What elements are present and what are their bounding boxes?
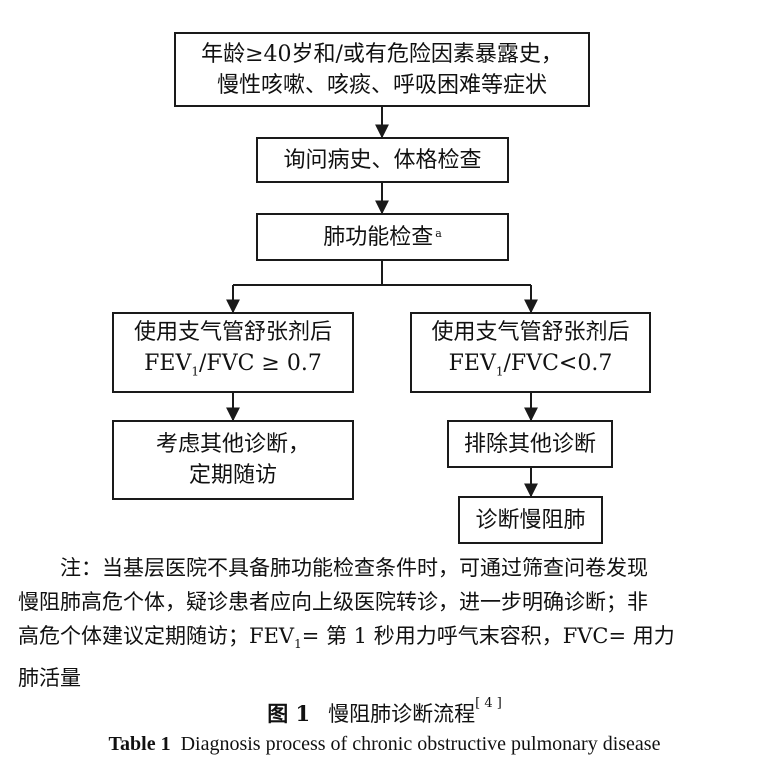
node-fev-normal: 使用支气管舒张剂后 FEV1/FVC ≥ 0.7 bbox=[112, 312, 354, 393]
node-pft-footnote: a bbox=[435, 226, 442, 240]
caption-chinese: 图 1 慢阻肺诊断流程[ 4 ] bbox=[0, 696, 769, 728]
note-line-1: 注：当基层医院不具备肺功能检查条件时，可通过筛查问卷发现 bbox=[60, 556, 648, 580]
node-consider-line-2: 定期随访 bbox=[188, 463, 277, 488]
node-right-sub: 1 bbox=[495, 364, 504, 379]
note-line-3: 高危个体建议定期随访；FEV1= 第 1 秒用力呼气末容积，FVC= 用力 bbox=[18, 619, 758, 661]
node-exclude-label: 排除其他诊断 bbox=[463, 431, 596, 457]
node-left-ratio: /FVC ≥ 0.7 bbox=[199, 351, 322, 377]
node-right-line-1: 使用支气管舒张剂后 bbox=[431, 320, 630, 346]
note-line-3b: = 第 1 秒用力呼气末容积，FVC= 用力 bbox=[301, 624, 675, 648]
node-exclude-other: 排除其他诊断 bbox=[447, 420, 613, 468]
caption-cn-ref: [ 4 ] bbox=[475, 696, 502, 711]
node-right-fev: FEV bbox=[448, 351, 496, 377]
node-left-line-1: 使用支气管舒张剂后 bbox=[133, 320, 332, 346]
caption-en-title: Diagnosis process of chronic obstructive… bbox=[180, 733, 661, 755]
node-pft-label: 肺功能检查 bbox=[323, 224, 434, 250]
note-line-2: 慢阻肺高危个体，疑诊患者应向上级医院转诊，进一步明确诊断；非 bbox=[18, 590, 648, 614]
node-right-ratio: /FVC<0.7 bbox=[503, 351, 613, 377]
node-left-line-2: FEV1/FVC ≥ 0.7 bbox=[144, 348, 322, 387]
node-consider-line-1: 考虑其他诊断， bbox=[155, 432, 310, 457]
node-history-exam: 询问病史、体格检查 bbox=[256, 137, 509, 183]
caption-cn-title: 慢阻肺诊断流程 bbox=[328, 702, 476, 726]
node-diagnose-copd: 诊断慢阻肺 bbox=[458, 496, 603, 544]
caption-en-label: Table 1 bbox=[108, 733, 171, 755]
caption-english: Table 1 Diagnosis process of chronic obst… bbox=[0, 733, 769, 756]
node-fev-low: 使用支气管舒张剂后 FEV1/FVC<0.7 bbox=[410, 312, 651, 393]
node-start-line-2: 慢性咳嗽、咳痰、呼吸困难等症状 bbox=[216, 72, 547, 98]
node-diagnose-label: 诊断慢阻肺 bbox=[475, 507, 586, 533]
figure-note: 注：当基层医院不具备肺功能检查条件时，可通过筛查问卷发现 慢阻肺高危个体，疑诊患… bbox=[18, 551, 758, 695]
node-left-fev: FEV bbox=[144, 351, 192, 377]
node-left-sub: 1 bbox=[191, 364, 200, 379]
note-line-4: 肺活量 bbox=[18, 666, 81, 691]
node-history-label: 询问病史、体格检查 bbox=[283, 147, 482, 173]
note-line-3a: 高危个体建议定期随访；FEV bbox=[18, 624, 295, 648]
node-consider-other: 考虑其他诊断， 定期随访 bbox=[112, 420, 354, 500]
node-start-line-1: 年龄≥40岁和/或有危险因素暴露史， bbox=[201, 41, 563, 67]
note-line-3-sub: 1 bbox=[294, 637, 302, 652]
node-right-line-2: FEV1/FVC<0.7 bbox=[449, 348, 613, 387]
caption-cn-label: 图 1 bbox=[267, 701, 311, 726]
node-start-criteria: 年龄≥40岁和/或有危险因素暴露史， 慢性咳嗽、咳痰、呼吸困难等症状 bbox=[174, 32, 590, 107]
